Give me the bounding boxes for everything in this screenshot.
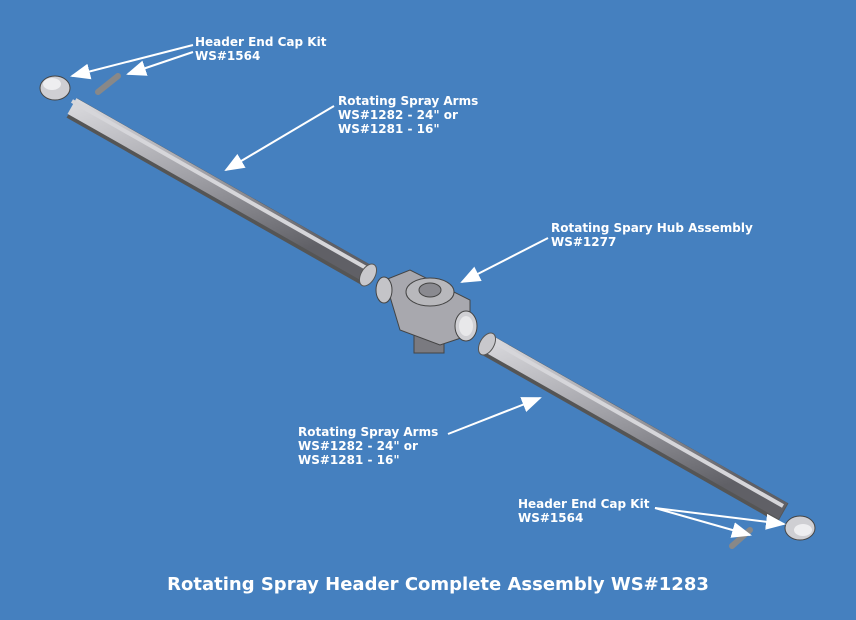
label-line: WS#1277	[551, 235, 617, 249]
top-end-cap	[39, 75, 71, 101]
label-top-end-cap-kit: Header End Cap Kit WS#1564	[195, 35, 326, 63]
label-line: Rotating Spray Arms	[338, 94, 479, 108]
hub-assembly	[375, 269, 478, 354]
label-line: WS#1281 - 16"	[338, 122, 440, 136]
bottom-end-cap	[784, 515, 816, 541]
label-line: WS#1282 - 24" or	[338, 108, 458, 122]
label-bottom-spray-arms: Rotating Spray Arms WS#1282 - 24" or WS#…	[298, 425, 438, 467]
diagram-title: Rotating Spray Header Complete Assembly …	[167, 574, 709, 595]
label-line: WS#1564	[518, 511, 584, 525]
top-pin	[95, 73, 121, 95]
label-line: WS#1564	[195, 49, 261, 63]
label-hub-assembly: Rotating Spary Hub Assembly WS#1277	[551, 221, 753, 249]
label-top-spray-arms: Rotating Spray Arms WS#1282 - 24" or WS#…	[338, 94, 478, 136]
label-line: Rotating Spary Hub Assembly	[551, 221, 753, 235]
lower-spray-arm	[477, 332, 789, 523]
label-line: Rotating Spray Arms	[298, 425, 439, 439]
callout-arrows	[70, 44, 786, 538]
label-line: WS#1281 - 16"	[298, 453, 400, 467]
label-line: Header End Cap Kit	[518, 497, 650, 511]
label-line: Header End Cap Kit	[195, 35, 327, 49]
upper-spray-arm	[66, 98, 378, 287]
label-bottom-end-cap-kit: Header End Cap Kit WS#1564	[518, 497, 649, 525]
label-line: WS#1282 - 24" or	[298, 439, 418, 453]
